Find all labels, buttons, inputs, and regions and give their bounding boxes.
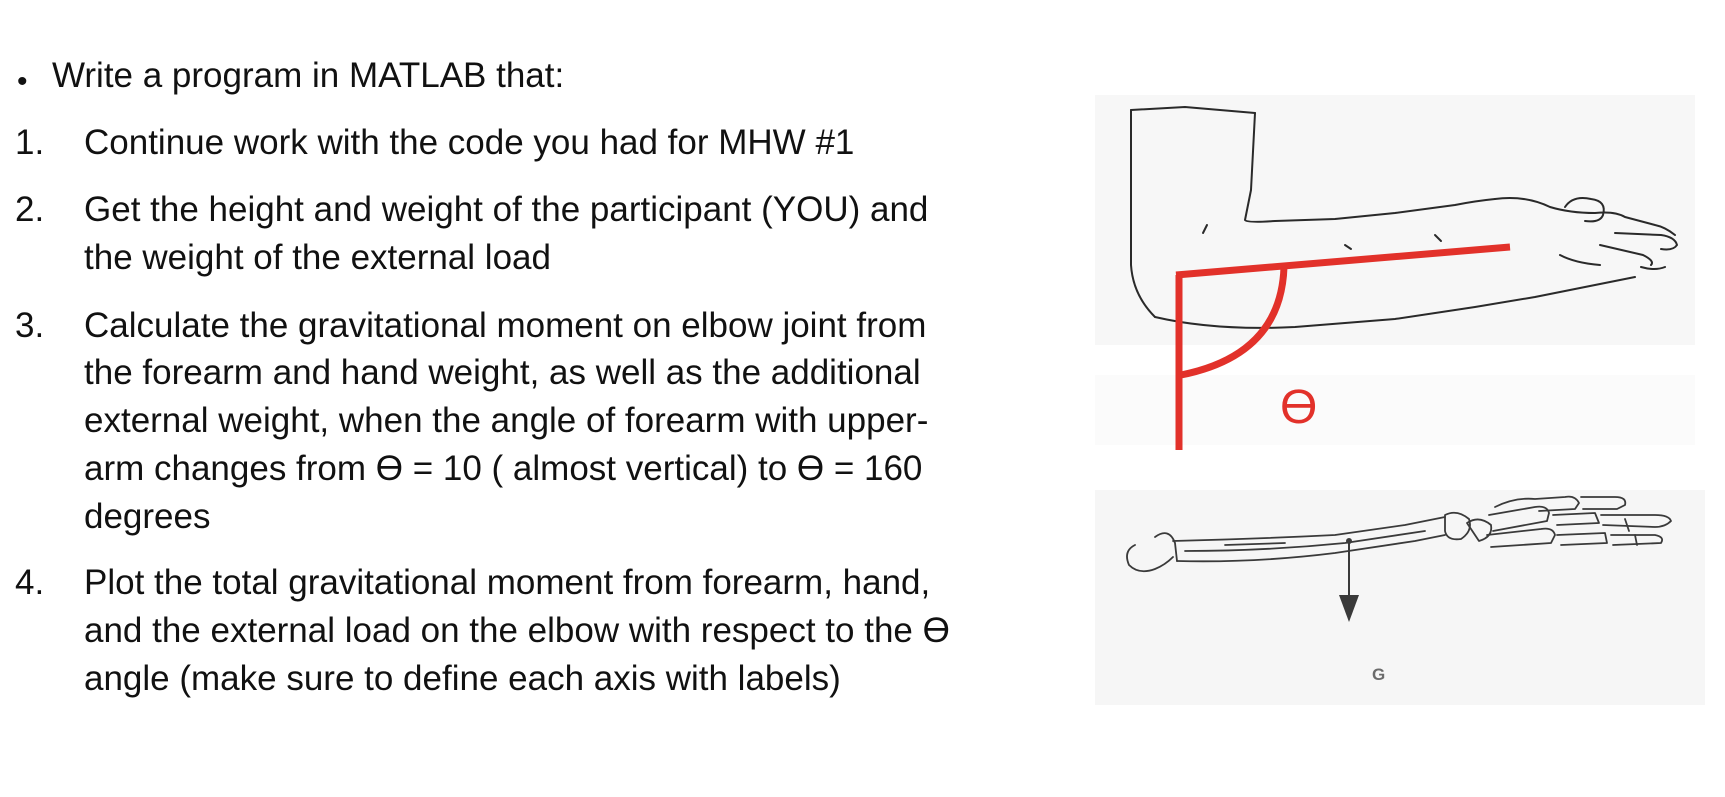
step-4-line-1: Plot the total gravitational moment from… xyxy=(84,563,931,602)
step-4-number: 4. xyxy=(15,563,45,602)
step-3-line-1: Calculate the gravitational moment on el… xyxy=(84,306,927,345)
step-3-number: 3. xyxy=(15,306,45,345)
step-2-line-2: the weight of the external load xyxy=(84,238,551,277)
middle-image-background xyxy=(1095,375,1695,445)
step-2-number: 2. xyxy=(15,190,45,229)
step-1-line-1: Continue work with the code you had for … xyxy=(84,123,855,162)
instructions-text: • Write a program in MATLAB that: 1. Con… xyxy=(15,56,950,698)
theta-label: ϴ xyxy=(1280,381,1318,434)
step-2-line-1: Get the height and weight of the partici… xyxy=(84,190,929,229)
step-4-line-3: angle (make sure to define each axis wit… xyxy=(84,659,841,698)
step-4-line-2: and the external load on the elbow with … xyxy=(84,611,950,650)
gravity-label: G xyxy=(1372,665,1386,684)
gravity-arrow-icon xyxy=(1339,538,1359,622)
forearm-skeleton-icon xyxy=(1126,495,1672,573)
arm-image-background xyxy=(1095,95,1695,345)
figure-drawing xyxy=(1095,95,1705,705)
angle-indicator xyxy=(1175,243,1511,450)
intro-bullet: • xyxy=(17,65,28,98)
step-3-line-5: degrees xyxy=(84,497,211,536)
skeleton-image-background xyxy=(1095,490,1705,705)
theta-arc xyxy=(1180,266,1288,379)
intro-text: Write a program in MATLAB that: xyxy=(52,56,565,95)
step-1-number: 1. xyxy=(15,123,45,162)
step-3-line-2: the forearm and hand weight, as well as … xyxy=(84,353,921,392)
step-3-line-3: external weight, when the angle of forea… xyxy=(84,401,929,440)
forearm-line xyxy=(1175,243,1511,279)
elbow-angle-figure: ϴ G xyxy=(1095,95,1705,710)
step-3-line-4: arm changes from ϴ = 10 ( almost vertica… xyxy=(84,449,923,488)
